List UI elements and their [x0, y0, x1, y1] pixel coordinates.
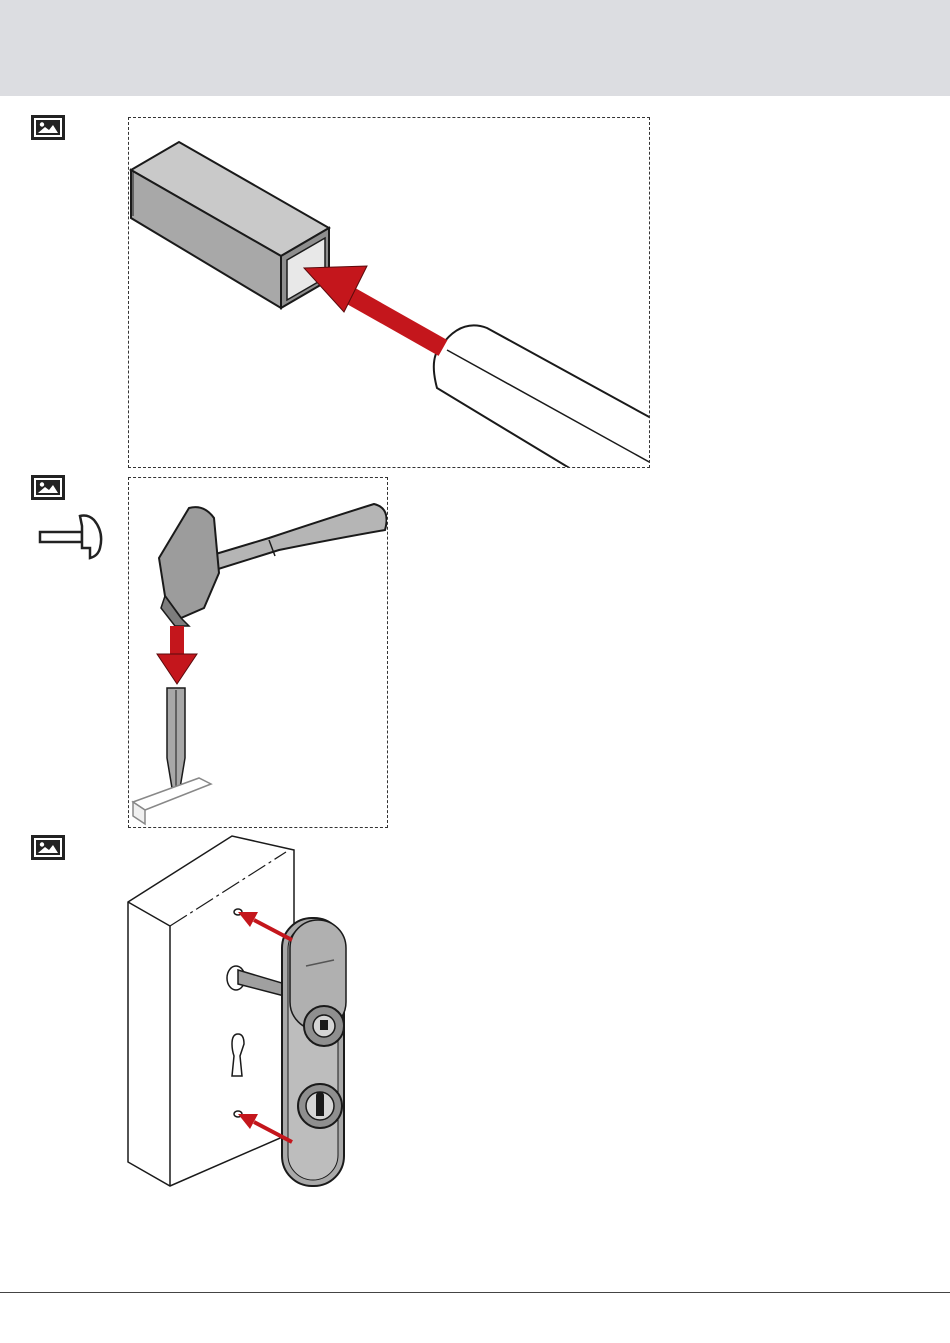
hammer-icon	[38, 512, 104, 564]
step3-illustration	[120, 830, 380, 1200]
step2-illustration	[128, 477, 388, 828]
footer-rule	[0, 1292, 950, 1293]
step1-illustration	[128, 117, 650, 468]
image-icon	[31, 115, 65, 140]
image-icon	[31, 475, 65, 500]
header-band	[0, 0, 950, 96]
image-icon	[31, 835, 65, 860]
